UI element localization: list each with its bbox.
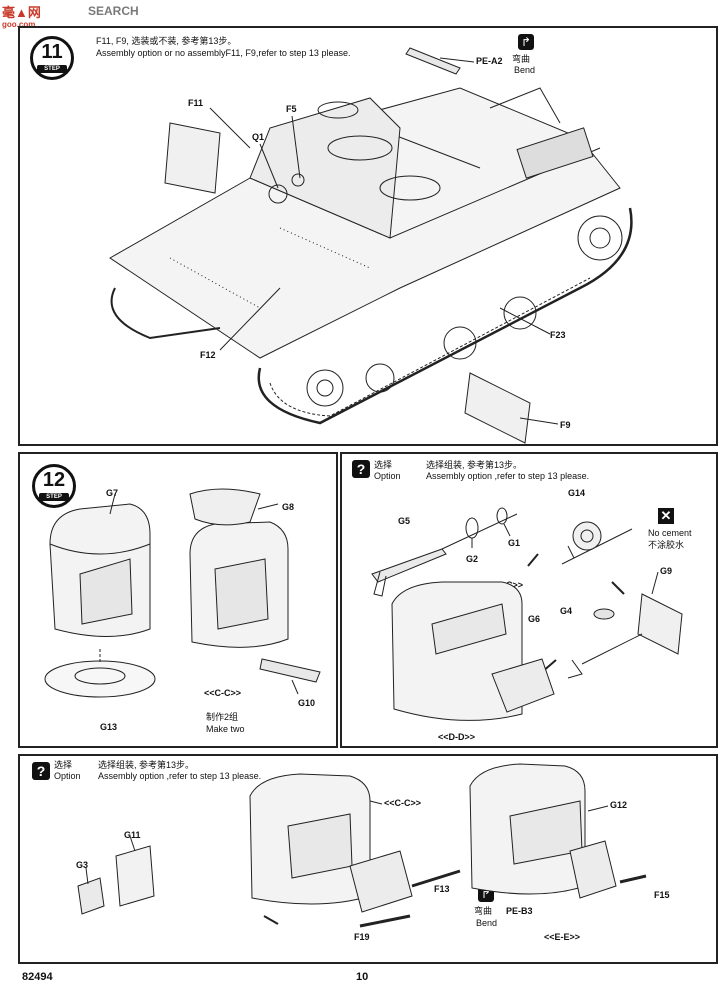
no-cement-en: No cement: [648, 528, 692, 538]
make-two-en: Make two: [206, 724, 245, 734]
label-g3: G3: [76, 860, 89, 870]
no-cement-cn: 不涂胶水: [648, 540, 685, 550]
bend-label-en-2: Bend: [476, 918, 498, 928]
no-cement-icon: ✕: [658, 508, 674, 524]
step-12-badge: 12 STEP: [32, 464, 76, 508]
label-q1: Q1: [252, 132, 265, 142]
gun-mantlet-drawing: [77, 763, 647, 928]
label-g10: G10: [298, 698, 316, 708]
step-11-badge: 11 STEP: [30, 36, 74, 80]
step-12-tag: STEP: [39, 493, 69, 501]
bend-label-en: Bend: [514, 65, 536, 75]
label-g1: G1: [508, 538, 521, 548]
step-11-note-en: Assembly option or no assemblyF11, F9,re…: [96, 48, 351, 58]
label-g4: G4: [560, 606, 573, 616]
option-1-note-cn: 选择组装, 参考第13步。: [426, 460, 523, 470]
option-2-label-en: Option: [54, 771, 81, 781]
watermark-logo: 毫▲网: [2, 5, 41, 20]
option-1-note-en: Assembly option ,refer to step 13 please…: [426, 471, 590, 481]
step-11-number: 11: [41, 41, 63, 63]
label-f23: F23: [550, 330, 566, 340]
question-icon: ?: [352, 460, 370, 478]
label-f11: F11: [188, 98, 204, 108]
label-f13: F13: [434, 884, 450, 894]
turret-drawing: [44, 488, 321, 698]
option-2-label-cn: 选择: [54, 760, 73, 770]
label-f12: F12: [200, 350, 216, 360]
step-12-panel: 12 STEP G7 G8 G13 G10 <<C-C>> 制作2组 Make …: [18, 452, 338, 748]
bend-icon: ↱: [518, 34, 534, 50]
label-g14: G14: [568, 488, 586, 498]
option-1-label-cn: 选择: [374, 460, 393, 470]
label-f9: F9: [560, 420, 571, 430]
label-pe-a2: PE-A2: [476, 56, 503, 66]
bend-label-cn: 弯曲: [512, 54, 531, 64]
watermark-search: SEARCH: [88, 4, 139, 18]
question-icon-2: ?: [32, 762, 50, 780]
option-2-note-cn: 选择组装, 参考第13步。: [98, 760, 195, 770]
bend-label-cn-2: 弯曲: [474, 906, 493, 916]
make-two-cn: 制作2组: [206, 712, 239, 722]
step-11-note-cn: F11, F9, 选装或不装, 参考第13步。: [96, 36, 237, 46]
machine-gun-drawing: [371, 507, 683, 721]
label-f15: F15: [654, 890, 670, 900]
label-g9: G9: [660, 566, 673, 576]
step-11-panel: 11 STEP F11, F9, 选装或不装, 参考第13步。 Assembly…: [18, 26, 718, 446]
step-11-tag: STEP: [37, 65, 67, 73]
label-g13: G13: [100, 722, 118, 732]
option-1-panel: ? 选择 Option 选择组装, 参考第13步。 Assembly optio…: [340, 452, 718, 748]
label-pe-b3: PE-B3: [506, 906, 533, 916]
option-2-note-en: Assembly option ,refer to step 13 please…: [98, 771, 262, 781]
product-code: 82494: [22, 971, 53, 983]
label-g5: G5: [398, 516, 411, 526]
section-cc-label: <<C-C>>: [204, 688, 242, 698]
page-number: 10: [356, 971, 369, 983]
label-g8: G8: [282, 502, 295, 512]
label-f19: F19: [354, 932, 370, 942]
option-2-panel: ? 选择 Option 选择组装, 参考第13步。 Assembly optio…: [18, 754, 718, 964]
section-ee-label: <<E-E>>: [544, 932, 581, 942]
label-g11: G11: [124, 830, 141, 840]
label-g6: G6: [528, 614, 541, 624]
label-g2: G2: [466, 554, 479, 564]
step-12-number: 12: [42, 469, 66, 491]
section-cc-label-3: <<C-C>>: [384, 798, 422, 808]
tank-hull-drawing: [109, 47, 633, 444]
label-g7: G7: [106, 488, 119, 498]
label-g12: G12: [610, 800, 628, 810]
section-dd-label: <<D-D>>: [438, 732, 476, 742]
option-1-label-en: Option: [374, 471, 401, 481]
label-f5: F5: [286, 104, 297, 114]
watermark-url: goo.com: [2, 20, 36, 29]
